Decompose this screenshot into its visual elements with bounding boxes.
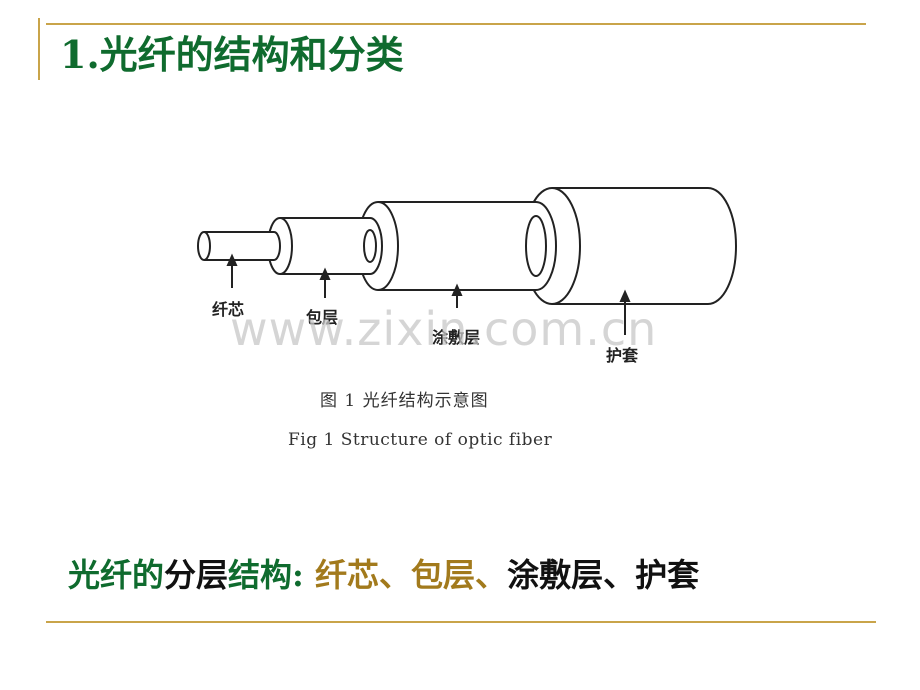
summary-jacket: 护套 (635, 556, 700, 594)
cladding-shape (280, 217, 383, 275)
label-core: 纤芯 (212, 300, 245, 319)
coating-shape (378, 201, 557, 291)
left-accent-rule (38, 18, 40, 80)
watermark: www.zixin.com.cn (230, 302, 658, 356)
summary-sep2: 、 (475, 556, 508, 594)
core-end (197, 231, 211, 261)
top-rule (46, 23, 866, 25)
jacket-shape (552, 187, 737, 305)
fiber-structure-figure: 纤芯 包层 涂敷层 护套 图 1 光纤结构示意图 Fig 1 Structure… (160, 170, 760, 470)
summary-part1: 光纤的 (68, 556, 165, 594)
figure-caption-en: Fig 1 Structure of optic fiber (288, 430, 553, 450)
summary-part3: 结构: (228, 556, 315, 594)
summary-line: 光纤的分层结构: 纤芯、包层、涂敷层、护套 (68, 550, 699, 596)
figure-caption-cn: 图 1 光纤结构示意图 (320, 391, 489, 411)
summary-coating: 涂敷层 (507, 556, 604, 594)
label-cladding: 包层 (306, 308, 339, 327)
summary-sep3: 、 (603, 556, 636, 594)
summary-sep1: 、 (379, 556, 412, 594)
bottom-rule (46, 621, 876, 623)
label-jacket: 护套 (606, 346, 639, 365)
summary-cladding: 包层 (411, 556, 476, 594)
slide-title: 1.光纤的结构和分类 (60, 32, 404, 77)
core-shape (204, 231, 281, 261)
summary-part2: 分层 (164, 556, 229, 594)
fiber-diagram (197, 187, 737, 335)
summary-core: 纤芯 (315, 556, 380, 594)
label-coating: 涂敷层 (432, 328, 481, 347)
